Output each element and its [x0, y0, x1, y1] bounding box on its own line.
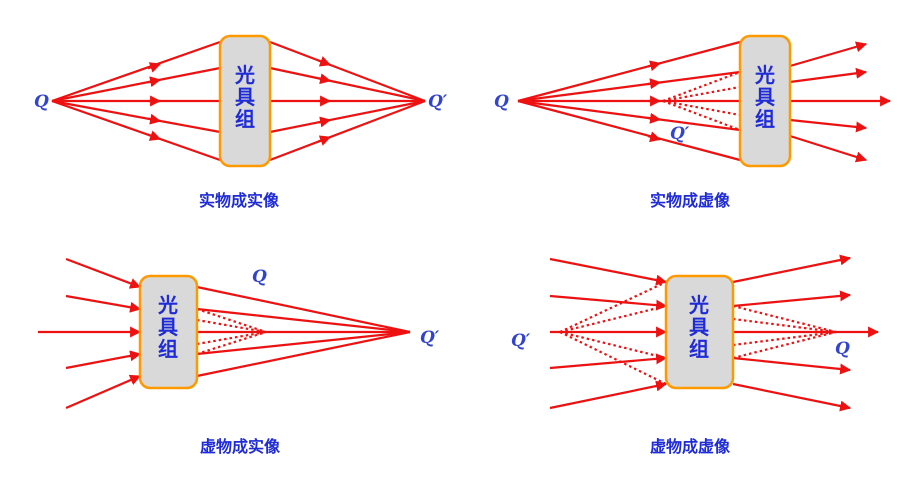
- panel-caption: 虚物成虚像: [650, 437, 731, 456]
- panel-real-object-virtual-image: 光 具 组 Q Q′ 实物成虚像: [494, 34, 892, 210]
- optical-system-label-2: 具: [689, 315, 709, 339]
- optical-system-label-2: 具: [235, 85, 255, 109]
- optical-system-label-3: 组: [158, 337, 178, 361]
- optical-system-label-2: 具: [755, 85, 775, 109]
- panel-real-object-real-image: 光 具 组 Q Q′ 实物成实像: [34, 34, 448, 210]
- optical-system-label-1: 光: [234, 63, 255, 87]
- rays: [38, 257, 411, 410]
- virtual-ray-extensions: [196, 307, 267, 356]
- panel-caption: 虚物成实像: [200, 437, 281, 456]
- image-point-label: Q′: [428, 92, 448, 112]
- virtual-ray-extensions: [662, 70, 741, 132]
- rays: [517, 40, 892, 163]
- object-point-label: Q: [34, 92, 49, 112]
- optical-system: [738, 34, 792, 168]
- optical-system-label-2: 具: [158, 315, 178, 339]
- panel-caption: 实物成实像: [199, 191, 280, 210]
- optical-system: [138, 274, 199, 390]
- optical-system-label-3: 组: [755, 107, 775, 131]
- optical-system: [664, 274, 735, 390]
- optical-system-label-1: 光: [688, 293, 709, 317]
- virtual-ray-extensions: [559, 281, 837, 385]
- object-point-label: Q: [252, 267, 267, 287]
- rays: [51, 40, 426, 162]
- panel-virtual-object-real-image: 光 具 组 Q Q′ 虚物成实像: [38, 257, 440, 456]
- panel-caption: 实物成虚像: [650, 191, 731, 210]
- optical-system-label-3: 组: [689, 337, 709, 361]
- rays: [549, 254, 880, 412]
- panel-virtual-object-virtual-image: 光 具 组 Q′ Q 虚物成虚像: [511, 254, 880, 456]
- image-point-label: Q′: [420, 328, 440, 348]
- optical-system-label-1: 光: [754, 63, 775, 87]
- object-point-label: Q: [835, 339, 850, 359]
- image-point-label: Q′: [511, 331, 531, 351]
- object-point-label: Q: [494, 92, 509, 112]
- optical-system-label-3: 组: [235, 107, 255, 131]
- optical-system: [218, 34, 272, 168]
- optical-system-label-1: 光: [157, 293, 178, 317]
- image-point-label: Q′: [670, 124, 690, 144]
